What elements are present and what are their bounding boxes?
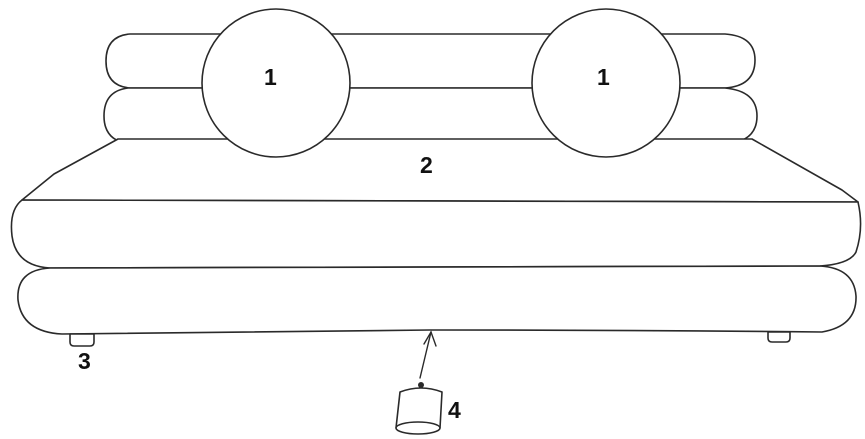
callout-label-valve: 4 xyxy=(448,397,461,423)
round-pillow-right xyxy=(531,8,681,158)
callout-label-pillow-right: 1 xyxy=(597,64,610,90)
seat xyxy=(10,138,862,335)
valve-cap-rim xyxy=(395,421,441,435)
sofa-foot-left xyxy=(69,333,95,347)
callout-label-pillow-left: 1 xyxy=(264,64,277,90)
seat-upper-cushion xyxy=(10,199,862,269)
valve-part xyxy=(395,330,443,435)
round-pillow-left xyxy=(201,8,351,158)
seat-lower-cushion xyxy=(17,265,857,335)
valve-cap-knob xyxy=(418,382,424,388)
callout-label-foot: 3 xyxy=(78,348,91,374)
pointer-arrow-shaft xyxy=(419,331,432,379)
sofa-foot-right xyxy=(767,331,791,343)
callout-label-seat: 2 xyxy=(420,152,433,178)
pointer-arrowhead xyxy=(423,330,437,347)
seat-top-surface xyxy=(21,138,859,203)
